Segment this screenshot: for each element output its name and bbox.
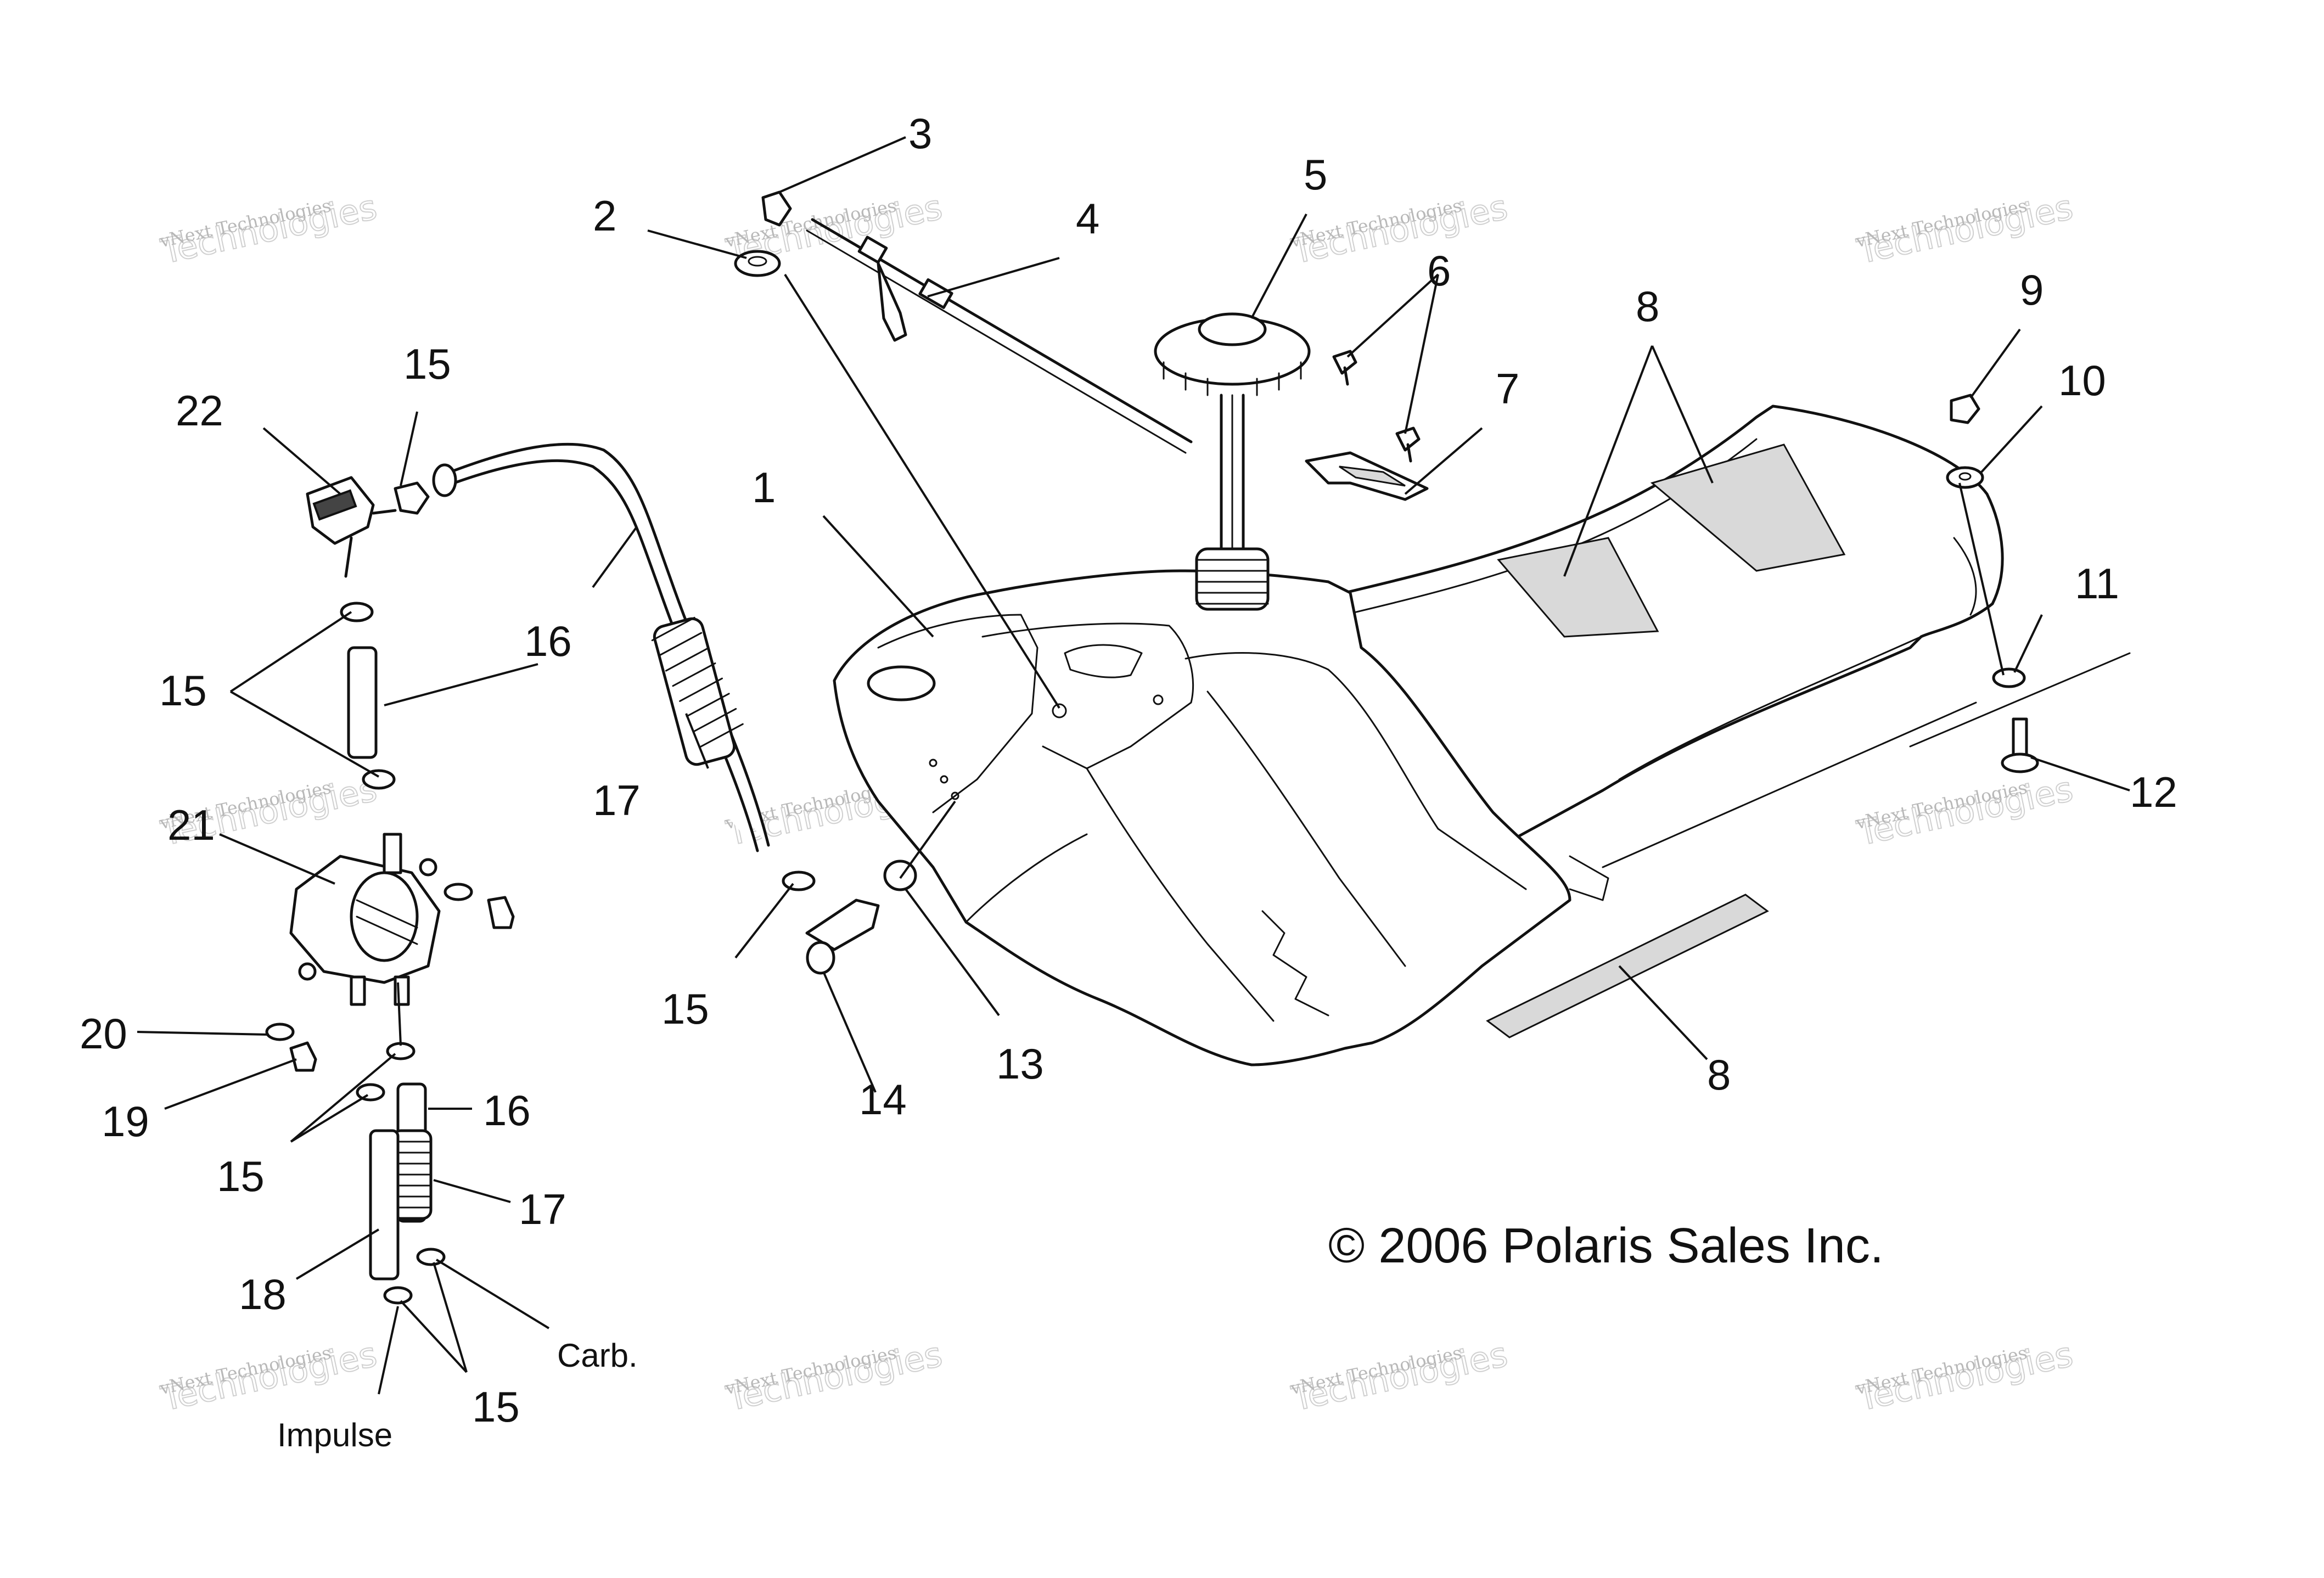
callout-17: 17: [519, 1185, 566, 1233]
vent-fitting-3: [761, 190, 792, 227]
fuel-pump-21: [289, 833, 441, 1006]
callout-18: 18: [239, 1270, 287, 1318]
watermark: Technologies vNext Technologies: [1853, 1333, 2077, 1419]
screws-6: [1332, 350, 1421, 463]
tank-mount-tab: [867, 665, 936, 701]
callout-17: 17: [593, 776, 641, 824]
fuel-cap-assembly: [1154, 312, 1311, 551]
callout-12: 12: [2130, 768, 2177, 816]
callout-21: 21: [167, 801, 215, 849]
watermark: Technologies vNext Technologies: [1853, 186, 2077, 272]
bolt-19: [487, 896, 515, 929]
watermark: Technologies vNext Technologies: [157, 1333, 381, 1419]
callout-15: 15: [159, 666, 207, 715]
leader-lines: [137, 136, 2130, 1395]
vent-line-assembly: [761, 190, 1193, 454]
watermark: Technologies vNext Technologies: [1288, 1333, 1512, 1419]
callout-6: 6: [1427, 246, 1451, 295]
hose-clamp-15: [356, 1083, 385, 1102]
callout-8: 8: [1636, 282, 1659, 330]
hose-clamp-15: [394, 481, 430, 515]
callout-19: 19: [102, 1097, 149, 1145]
bolt-12-head: [2001, 753, 2039, 773]
washer-11: [1992, 667, 2026, 688]
hose-clamp-15: [782, 871, 816, 891]
copyright-notice: © 2006 Polaris Sales Inc.: [1328, 1218, 1884, 1273]
washer-20: [444, 883, 473, 901]
callout-20: 20: [80, 1009, 127, 1058]
hose-clamp-15: [362, 769, 396, 790]
filler-neck: [1195, 547, 1270, 611]
callout-15: 15: [217, 1152, 265, 1200]
vent-tee-4: [877, 262, 907, 342]
hose-clamp-15: [340, 602, 374, 622]
callout-2: 2: [593, 192, 616, 240]
callout-8: 8: [1707, 1051, 1731, 1099]
callout-1: 1: [752, 463, 776, 512]
washer-10: [1946, 466, 1984, 489]
hose-clamp-15: [383, 1286, 413, 1305]
callout-7: 7: [1496, 364, 1519, 413]
fuel-petcock-22: [306, 476, 397, 578]
callout-15: 15: [472, 1383, 520, 1431]
decal-8-strip: [1486, 894, 1769, 1038]
callout-11: 11: [2075, 559, 2119, 608]
washer-20: [265, 1023, 295, 1041]
watermark: Technologies vNext Technologies: [1853, 768, 2077, 853]
bolt-19: [289, 1041, 317, 1072]
fuel-cap-top: [1198, 312, 1267, 346]
note-impulse: Impulse: [277, 1417, 392, 1453]
tank-vent-hole: [1052, 703, 1067, 718]
callout-labels: 3 2 4 5 6 7 8 9 10 11 12 1 13 14 15 8 16…: [80, 109, 2177, 1453]
hose-18: [369, 1129, 400, 1281]
decal-8-top-left: [1497, 537, 1659, 638]
decal-8-top-right: [1650, 443, 1846, 572]
watermark: Technologies vNext Technologies: [722, 1333, 946, 1419]
callout-14: 14: [859, 1075, 907, 1124]
nut-9: [1950, 394, 1980, 424]
callout-15: 15: [661, 985, 709, 1033]
short-hose-16: [347, 646, 378, 759]
fuel-pump-inlet: [383, 833, 402, 874]
callout-13: 13: [996, 1040, 1044, 1088]
long-fuel-hose: [432, 442, 770, 852]
callout-5: 5: [1304, 150, 1327, 199]
spring-guard-17: [651, 616, 744, 766]
callout-15: 15: [403, 340, 451, 388]
note-carb: Carb.: [557, 1337, 638, 1374]
callout-16: 16: [483, 1086, 531, 1135]
grommet-2: [734, 250, 781, 277]
callout-22: 22: [176, 386, 223, 435]
callout-4: 4: [1076, 194, 1099, 243]
callout-10: 10: [2058, 356, 2106, 405]
callout-3: 3: [908, 109, 932, 158]
watermark: Technologies vNext Technologies: [157, 186, 381, 272]
grommet-13: [883, 860, 917, 891]
fuel-tank: [833, 547, 1977, 1066]
seat-cover: [1343, 405, 2004, 891]
callout-9: 9: [2020, 266, 2044, 314]
callout-16: 16: [524, 617, 572, 665]
